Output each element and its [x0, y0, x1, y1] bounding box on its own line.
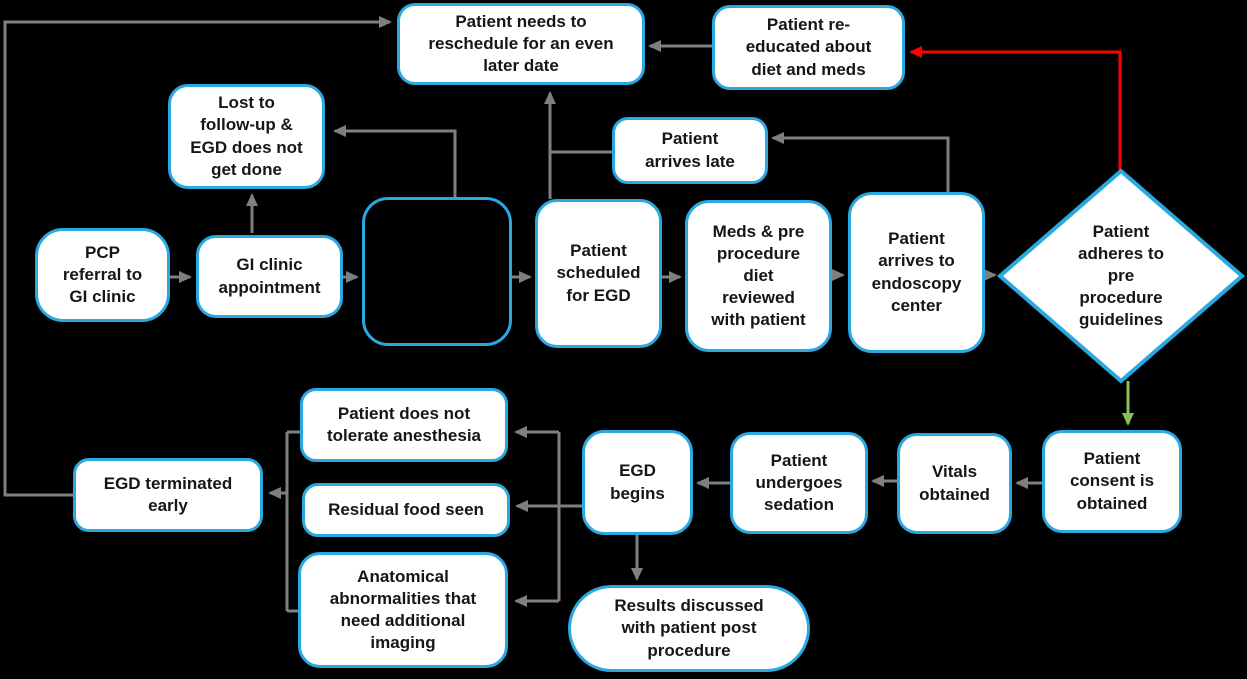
node-does-not-tolerate-anesthesia: Patient does not tolerate anesthesia — [300, 388, 508, 462]
arrow-arrives-center-to-arrives-late — [771, 132, 950, 192]
node-lost-to-follow-up: Lost to follow-up & EGD does not get don… — [168, 84, 325, 189]
node-patient-undergoes-sedation: Patient undergoes sedation — [730, 432, 868, 534]
node-decision-adheres-guidelines-label: Patient adheres to pre procedure guideli… — [1078, 221, 1164, 330]
node-results-discussed: Results discussed with patient post proc… — [568, 585, 810, 672]
arrow-unlabeled-to-lost-followup — [333, 125, 457, 197]
node-patient-arrives-endoscopy-center: Patient arrives to endoscopy center — [848, 192, 985, 353]
arrow-egd-terminated-to-reschedule — [3, 16, 392, 497]
node-egd-terminated-early: EGD terminated early — [73, 458, 263, 532]
node-residual-food-seen: Residual food seen — [302, 483, 510, 537]
node-patient-consent-obtained: Patient consent is obtained — [1042, 430, 1182, 533]
node-patient-scheduled-for-egd: Patient scheduled for EGD — [535, 199, 662, 348]
node-pcp-referral: PCP referral to GI clinic — [35, 228, 170, 322]
node-meds-diet-reviewed: Meds & pre procedure diet reviewed with … — [685, 200, 832, 352]
node-egd-begins: EGD begins — [582, 430, 693, 535]
node-anatomical-abnormalities: Anatomical abnormalities that need addit… — [298, 552, 508, 668]
node-unlabeled-step — [362, 197, 512, 346]
decision-diamond-shape — [996, 168, 1246, 384]
node-vitals-obtained: Vitals obtained — [897, 433, 1012, 534]
node-reschedule-even-later: Patient needs to reschedule for an even … — [397, 3, 645, 85]
node-patient-re-educated: Patient re- educated about diet and meds — [712, 5, 905, 90]
node-patient-arrives-late: Patient arrives late — [612, 117, 768, 184]
arrow-decision-no-to-re-educated — [909, 46, 1122, 172]
node-gi-clinic-appointment: GI clinic appointment — [196, 235, 343, 318]
